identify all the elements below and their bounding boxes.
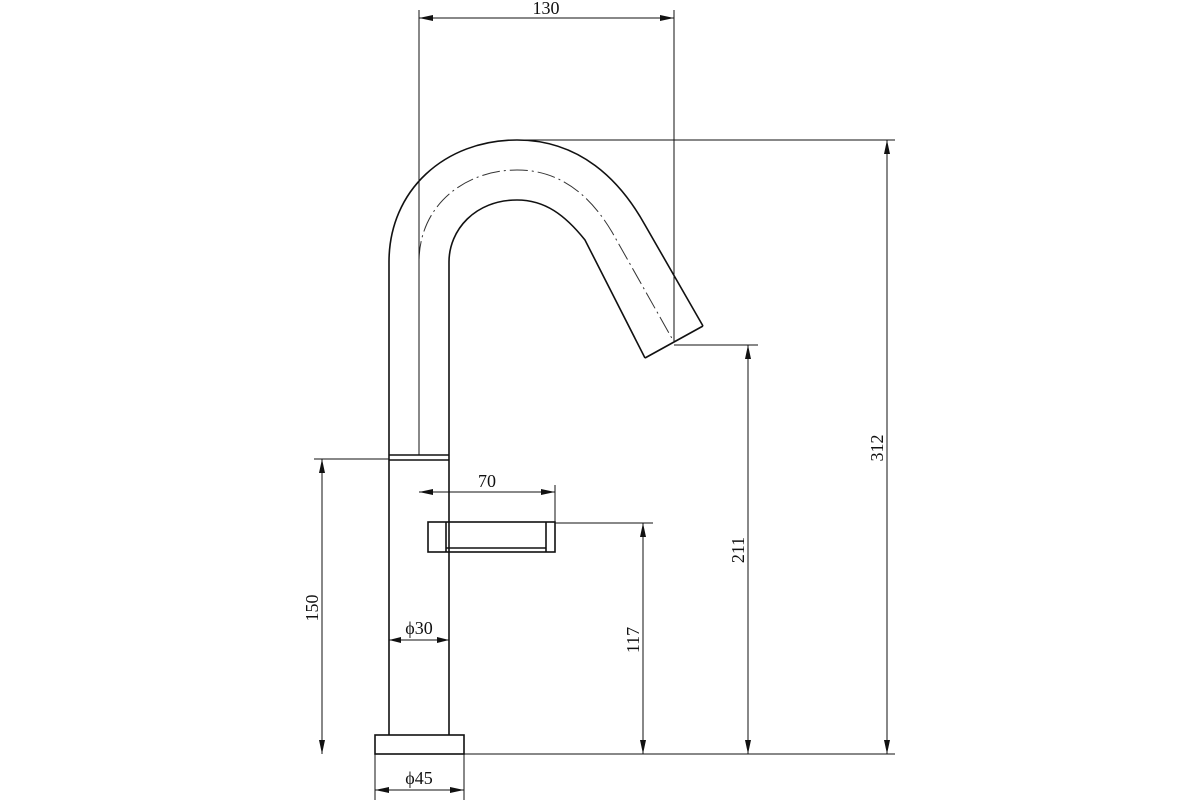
dimension-lever-height: 117 [555, 522, 653, 754]
dim-label-phi30: ϕ30 [405, 618, 432, 638]
dim-label-211: 211 [728, 537, 748, 563]
dimension-body-height: 150 [302, 458, 389, 754]
dim-label-70: 70 [478, 471, 496, 491]
faucet-outline [374, 139, 704, 755]
spout-outer-curve [388, 139, 704, 327]
dimension-lever-length: 70 [419, 471, 556, 522]
dimension-total-height: 312 [464, 139, 895, 755]
faucet-base [374, 734, 465, 755]
dim-label-117: 117 [623, 627, 643, 653]
dim-label-phi45: ϕ45 [405, 768, 432, 788]
dim-label-312: 312 [867, 435, 887, 462]
spout-inner-curve [448, 199, 646, 359]
dimension-outlet-height: 211 [674, 344, 758, 754]
dim-label-150: 150 [302, 595, 322, 622]
dimension-spout-reach: 130 [418, 0, 675, 455]
dim-label-130: 130 [533, 0, 560, 18]
lever-handle [427, 521, 556, 553]
dimension-base-diameter: ϕ45 [374, 754, 465, 800]
spout-centerline [418, 169, 675, 455]
dimension-body-diameter: ϕ30 [389, 618, 449, 643]
